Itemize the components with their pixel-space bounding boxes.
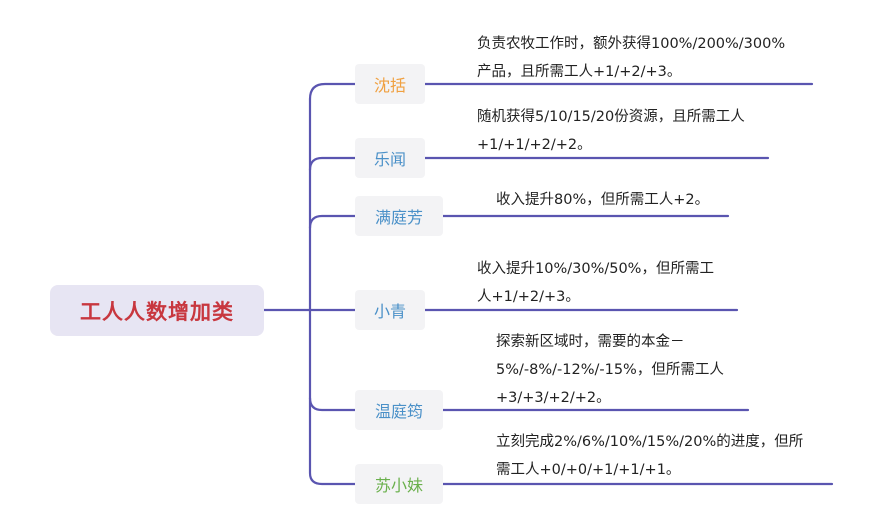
branch-node-mantingfang[interactable]: 满庭芳 <box>355 196 443 236</box>
branch-connector-2 <box>308 156 358 172</box>
branch-description: 收入提升80%，但所需工人+2。 <box>496 192 710 208</box>
branch-description: 随机获得5/10/15/20份资源，且所需工人 +1/+1/+2/+2。 <box>477 109 745 153</box>
branch-node-xiaoqing[interactable]: 小青 <box>355 290 425 330</box>
branch-label: 满庭芳 <box>374 208 423 227</box>
branch-label: 小青 <box>373 302 406 321</box>
branch-node-suxiaomei[interactable]: 苏小妹 <box>355 464 443 504</box>
branch-label: 苏小妹 <box>374 476 423 495</box>
branch-connector-3 <box>308 214 358 230</box>
root-node[interactable]: 工人人数增加类 <box>50 285 264 336</box>
branch-description: 立刻完成2%/6%/10%/15%/20%的进度，但所 需工人+0/+0/+1/… <box>496 434 804 478</box>
trunk-connector <box>308 97 358 486</box>
branch-description: 探索新区域时，需要的本金－ 5%/-8%/-12%/-15%，但所需工人 +3/… <box>496 334 724 406</box>
branch-node-shenkuo[interactable]: 沈括 <box>355 64 425 104</box>
branch-label: 乐闻 <box>373 150 406 169</box>
branch-node-lewen[interactable]: 乐闻 <box>355 138 425 178</box>
branch-description: 负责农牧工作时，额外获得100%/200%/300% 产品，且所需工人+1/+2… <box>477 36 786 80</box>
branch-description: 收入提升10%/30%/50%，但所需工 人+1/+2/+3。 <box>477 261 714 305</box>
branch-label: 沈括 <box>373 76 406 95</box>
branch-label: 温庭筠 <box>374 402 423 421</box>
branch-node-wentingyun[interactable]: 温庭筠 <box>355 390 443 430</box>
branch-connector-5 <box>308 396 358 412</box>
branch-connector-1 <box>308 82 358 101</box>
